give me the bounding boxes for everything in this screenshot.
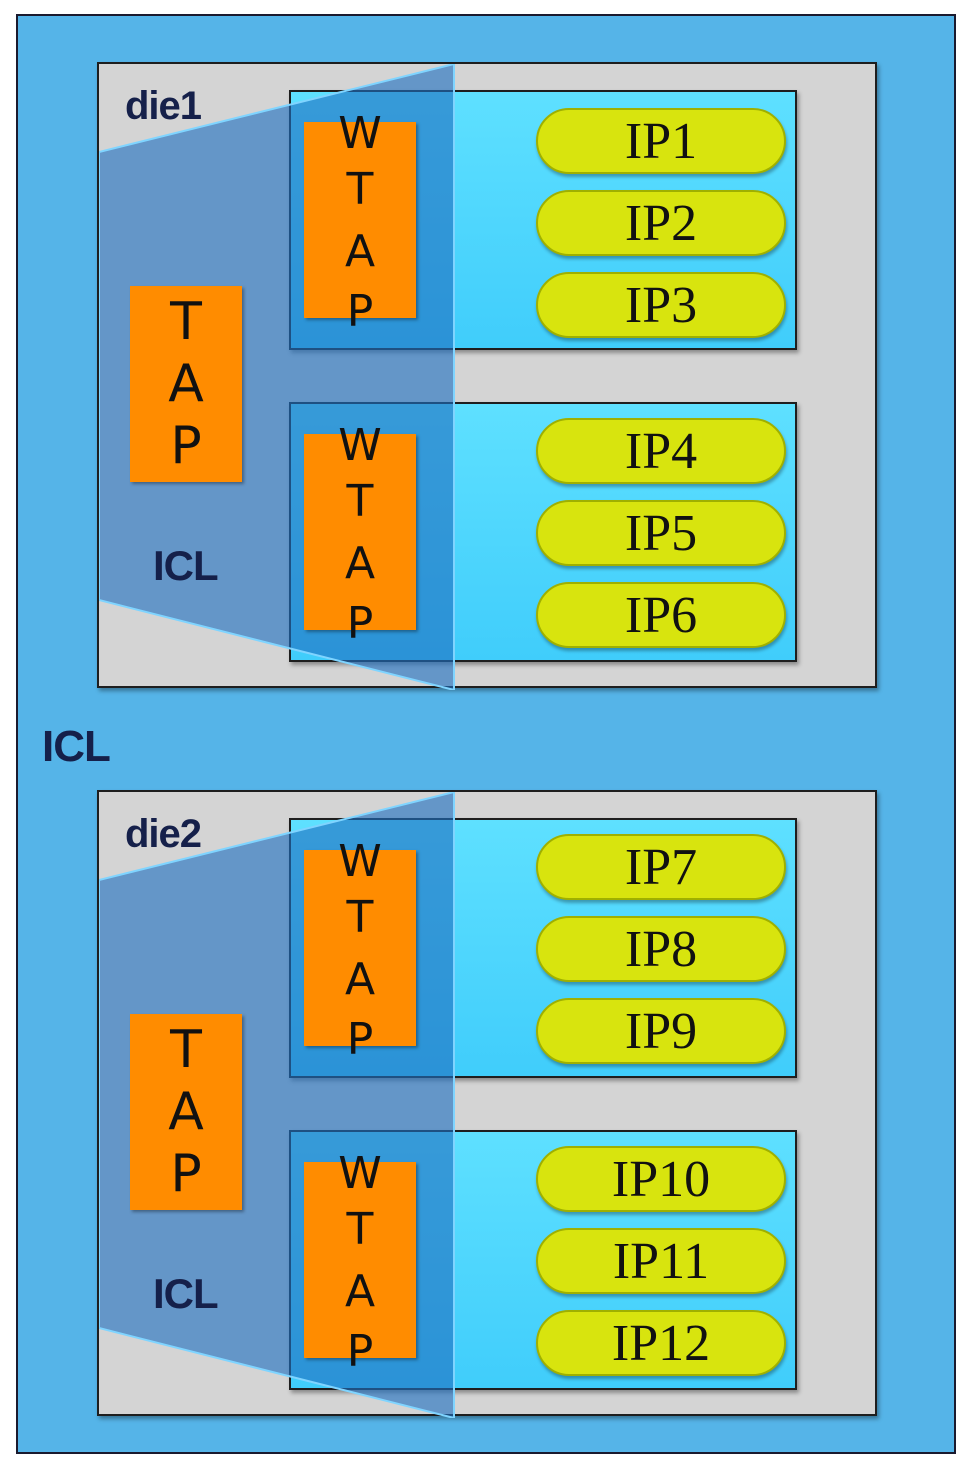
- wtap-letter: W: [338, 108, 382, 159]
- die-label: die1: [125, 84, 202, 128]
- ip-block: IP6: [536, 582, 786, 648]
- ip-block: IP11: [536, 1228, 786, 1294]
- ip-block: IP8: [536, 916, 786, 982]
- ip-block: IP9: [536, 998, 786, 1064]
- tap-letter: P: [170, 1144, 202, 1204]
- tap-letter: T: [170, 1020, 202, 1080]
- outer-icl-label: ICL: [42, 722, 111, 771]
- die-icl-label: ICL: [153, 1270, 219, 1317]
- wtap-letter: A: [344, 954, 376, 1005]
- wtap-block: W T A P: [304, 424, 416, 646]
- wtap-letter: W: [338, 836, 382, 887]
- wtap-block: W T A P: [304, 840, 416, 1062]
- ip-block: IP2: [536, 190, 786, 256]
- wtap-letter: W: [338, 420, 382, 471]
- wtap-letter: A: [344, 1266, 376, 1317]
- tap-letter: P: [170, 416, 202, 476]
- ip-block: IP12: [536, 1310, 786, 1376]
- ip-block: IP7: [536, 834, 786, 900]
- wtap-block: W T A P: [304, 112, 416, 334]
- tap-block: T A P: [130, 286, 242, 482]
- wtap-letter: T: [346, 476, 374, 527]
- wtap-letter: P: [346, 598, 374, 649]
- ip-block: IP3: [536, 272, 786, 338]
- tap-block: T A P: [130, 1014, 242, 1210]
- wtap-letter: P: [346, 286, 374, 337]
- wtap-letter: A: [344, 538, 376, 589]
- wtap-block: W T A P: [304, 1152, 416, 1374]
- ip-group-2: IP4 IP5 IP6: [289, 402, 797, 662]
- die-label: die2: [125, 812, 202, 856]
- wtap-letter: A: [344, 226, 376, 277]
- tap-letter: T: [170, 292, 202, 352]
- die-2: die2 IP7 IP8 IP9 IP10 IP11 IP12 T A P IC…: [97, 790, 877, 1418]
- ip-block: IP4: [536, 418, 786, 484]
- tap-letter: A: [168, 354, 204, 414]
- wtap-letter: P: [346, 1014, 374, 1065]
- ip-block: IP1: [536, 108, 786, 174]
- wtap-letter: P: [346, 1326, 374, 1377]
- die-icl-label: ICL: [153, 542, 219, 589]
- tap-letter: A: [168, 1082, 204, 1142]
- wtap-letter: W: [338, 1148, 382, 1199]
- die-1: die1 IP1 IP2 IP3 IP4 IP5 IP6 T A P ICL W…: [97, 62, 877, 690]
- wtap-letter: T: [346, 164, 374, 215]
- wtap-letter: T: [346, 892, 374, 943]
- wtap-letter: T: [346, 1204, 374, 1255]
- ip-block: IP5: [536, 500, 786, 566]
- ip-block: IP10: [536, 1146, 786, 1212]
